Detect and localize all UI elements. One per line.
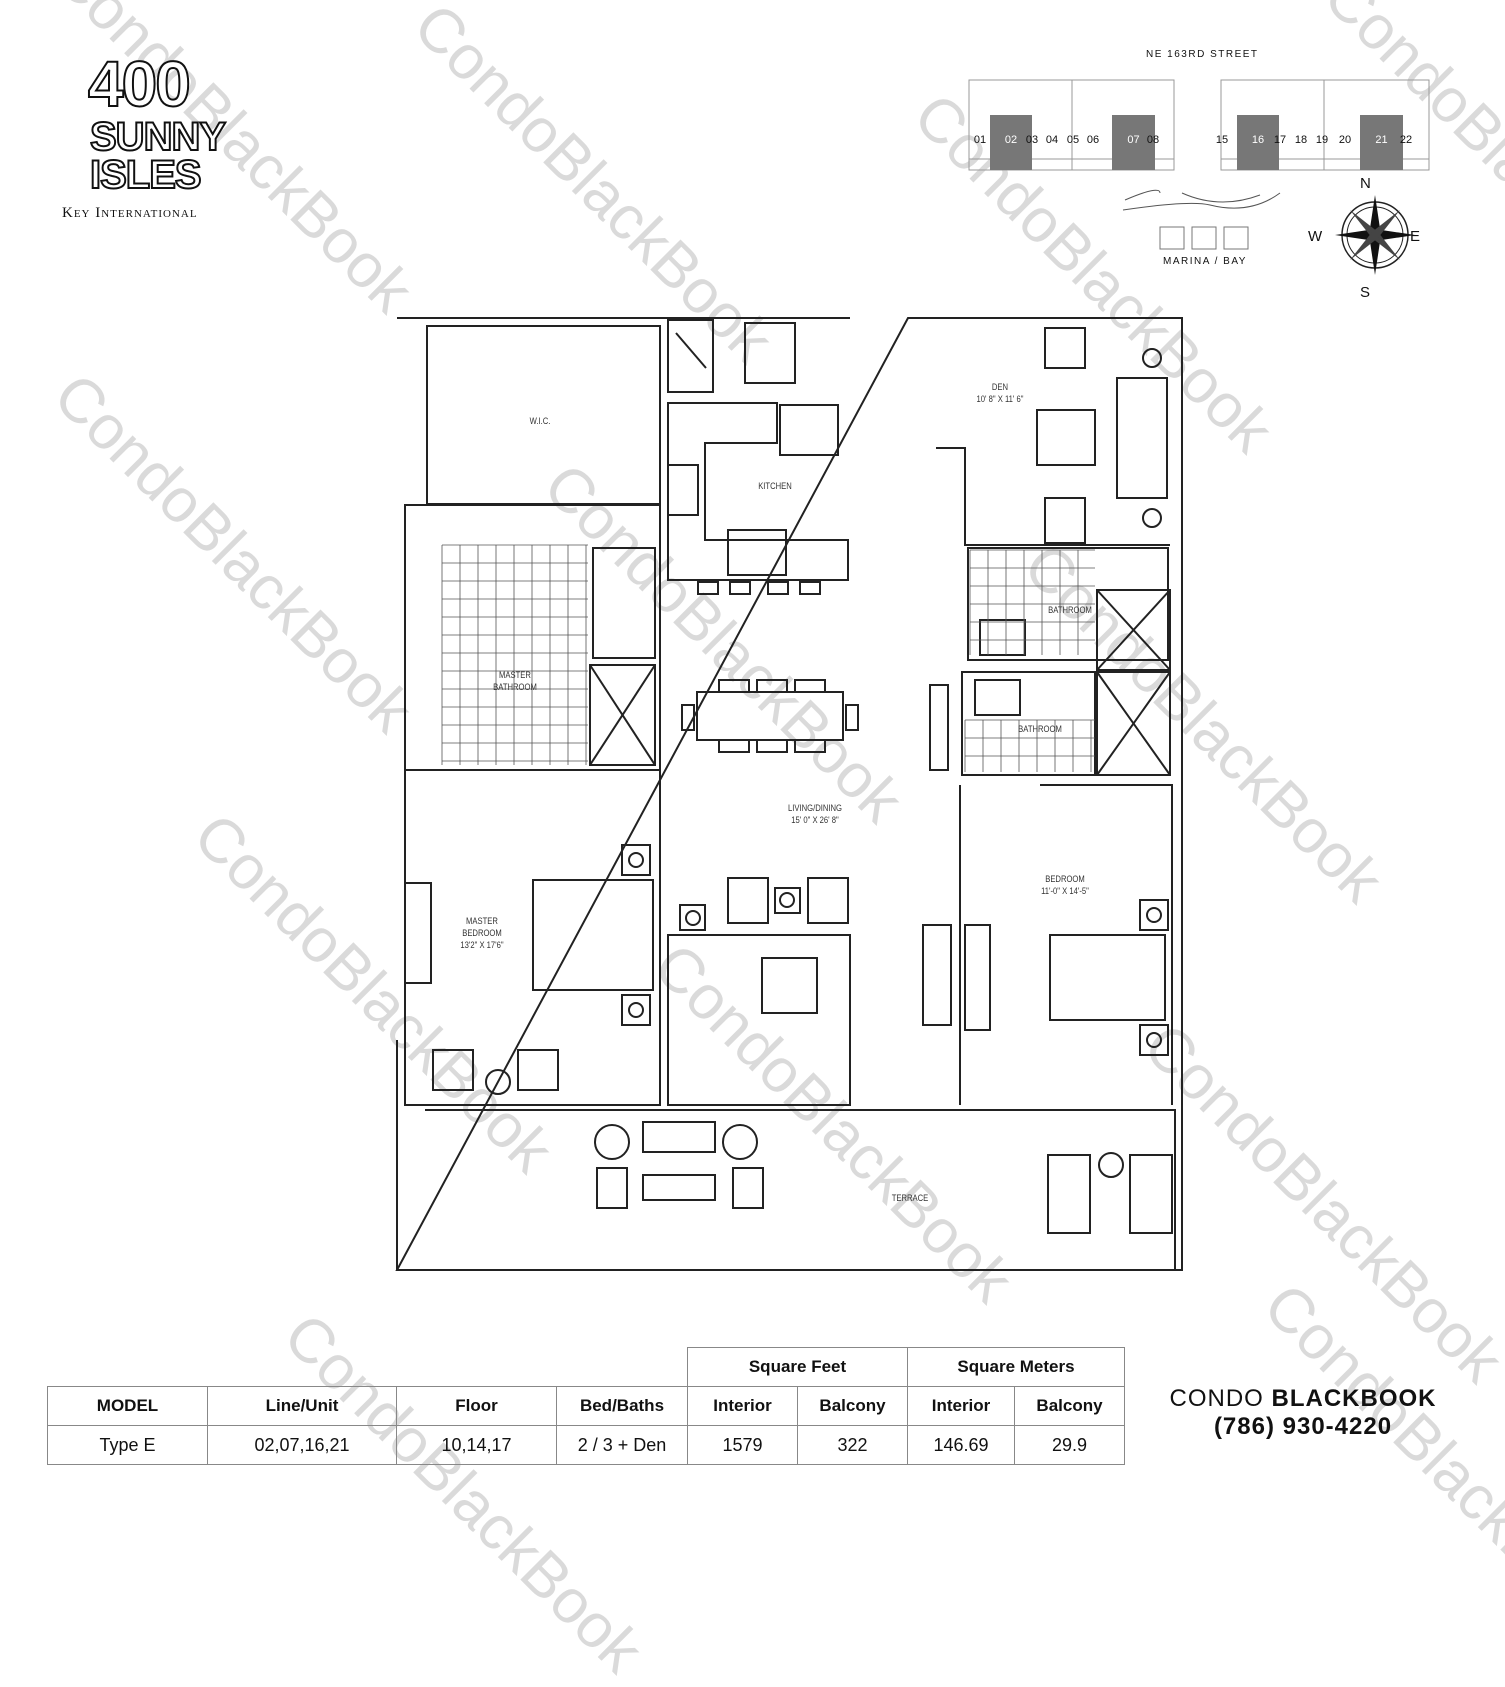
keyplan-unit-highlight	[1360, 115, 1403, 170]
cell-sqm-interior: 146.69	[907, 1425, 1015, 1465]
room-label-bedroom: BEDROOM	[1045, 874, 1085, 884]
cell-bed-baths: 2 / 3 + Den	[556, 1425, 688, 1465]
header-sqft-interior: Interior	[687, 1386, 798, 1426]
keyplan-unit-21: 21	[1375, 134, 1387, 146]
keyplan-unit-03: 03	[1026, 134, 1038, 146]
keyplan-unit-02: 02	[1005, 134, 1017, 146]
compass-east: E	[1410, 228, 1421, 245]
logo-number: 400	[87, 48, 192, 120]
keyplan-unit-20: 20	[1339, 134, 1351, 146]
group-header-sqm: Square Meters	[907, 1347, 1125, 1387]
room-label-living-dining: LIVING/DINING	[787, 803, 842, 813]
keyplan-unit-18: 18	[1295, 134, 1307, 146]
header-sqm-interior: Interior	[907, 1386, 1015, 1426]
header-sqm-balcony: Balcony	[1014, 1386, 1125, 1426]
spec-table: Square Feet Square Meters MODEL Line/Uni…	[47, 1347, 1125, 1465]
table-row: Type E 02,07,16,21 10,14,17 2 / 3 + Den …	[47, 1425, 1125, 1465]
logo-line2: ISLES	[89, 153, 203, 197]
room-label-bathroom: BATHROOM	[1048, 605, 1092, 615]
keyplan-unit-17: 17	[1274, 134, 1286, 146]
keyplan-unit-05: 05	[1067, 134, 1079, 146]
header-model: MODEL	[47, 1386, 208, 1426]
room-label-den: DEN	[991, 382, 1009, 392]
brand-name-light: CONDO	[1169, 1385, 1264, 1412]
room-label-master-bedroom-2: BEDROOM	[462, 928, 502, 938]
cell-line-unit: 02,07,16,21	[207, 1425, 397, 1465]
compass-rose-icon	[1335, 195, 1415, 275]
room-label-terrace: TERRACE	[891, 1193, 929, 1203]
room-size-den: 10' 8" X 11' 6"	[976, 394, 1024, 404]
room-label-master-bathroom-2: BATHROOM	[493, 682, 537, 692]
marina-label: MARINA / BAY	[1163, 256, 1247, 267]
group-header-sqft: Square Feet	[687, 1347, 908, 1387]
keyplan-unit-04: 04	[1046, 134, 1058, 146]
keyplan-unit-07: 07	[1127, 134, 1139, 146]
street-label: NE 163RD STREET	[1146, 49, 1259, 60]
keyplan-unit-19: 19	[1316, 134, 1328, 146]
keyplan-unit-highlight	[1237, 115, 1279, 170]
room-size-master-bedroom: 13'2" X 17'6"	[460, 940, 504, 950]
room-size-bedroom: 11'-0" X 14'-5"	[1041, 886, 1089, 896]
keyplan-unit-08: 08	[1147, 134, 1159, 146]
cell-sqft-balcony: 322	[797, 1425, 908, 1465]
brand-block: CONDO BLACKBOOK (786) 930-4220	[1138, 1385, 1468, 1441]
logo-line1: SUNNY	[89, 115, 227, 159]
keyplan-unit-highlight	[1112, 115, 1155, 170]
compass-west: W	[1308, 228, 1323, 245]
keyplan-unit-01: 01	[974, 134, 986, 146]
room-label-wic: W.I.C.	[529, 416, 551, 426]
cell-model: Type E	[47, 1425, 208, 1465]
room-label-bathroom: BATHROOM	[1018, 724, 1062, 734]
keyplan-unit-highlight	[990, 115, 1032, 170]
keyplan-unit-06: 06	[1087, 134, 1099, 146]
brand-phone[interactable]: (786) 930-4220	[1213, 1413, 1393, 1440]
room-label-master-bathroom: MASTER	[499, 670, 531, 680]
watermark: CondoBlackBook	[1250, 1270, 1505, 1656]
room-label-master-bedroom: MASTER	[466, 916, 498, 926]
header-bed-baths: Bed/Baths	[556, 1386, 688, 1426]
header-line-unit: Line/Unit	[207, 1386, 397, 1426]
keyplan-unit-15: 15	[1216, 134, 1228, 146]
room-size-living-dining: 15' 0" X 26' 8"	[791, 815, 839, 825]
keyplan-unit-16: 16	[1252, 134, 1264, 146]
compass-north: N	[1360, 175, 1371, 192]
header-floor: Floor	[396, 1386, 557, 1426]
developer-logo: Key International	[62, 205, 198, 221]
cell-sqm-balcony: 29.9	[1014, 1425, 1125, 1465]
cell-sqft-interior: 1579	[687, 1425, 798, 1465]
header-sqft-balcony: Balcony	[797, 1386, 908, 1426]
cell-floor: 10,14,17	[396, 1425, 557, 1465]
floor-plan	[395, 317, 1183, 1271]
compass-south: S	[1360, 284, 1371, 301]
brand-name-bold: BLACKBOOK	[1271, 1385, 1437, 1412]
keyplan: 01 02 03 04 05 06 07 08 15 16 17 18 19 20 21 22	[968, 79, 1430, 275]
keyplan-unit-22: 22	[1400, 134, 1412, 146]
room-label-kitchen: KITCHEN	[758, 481, 792, 491]
